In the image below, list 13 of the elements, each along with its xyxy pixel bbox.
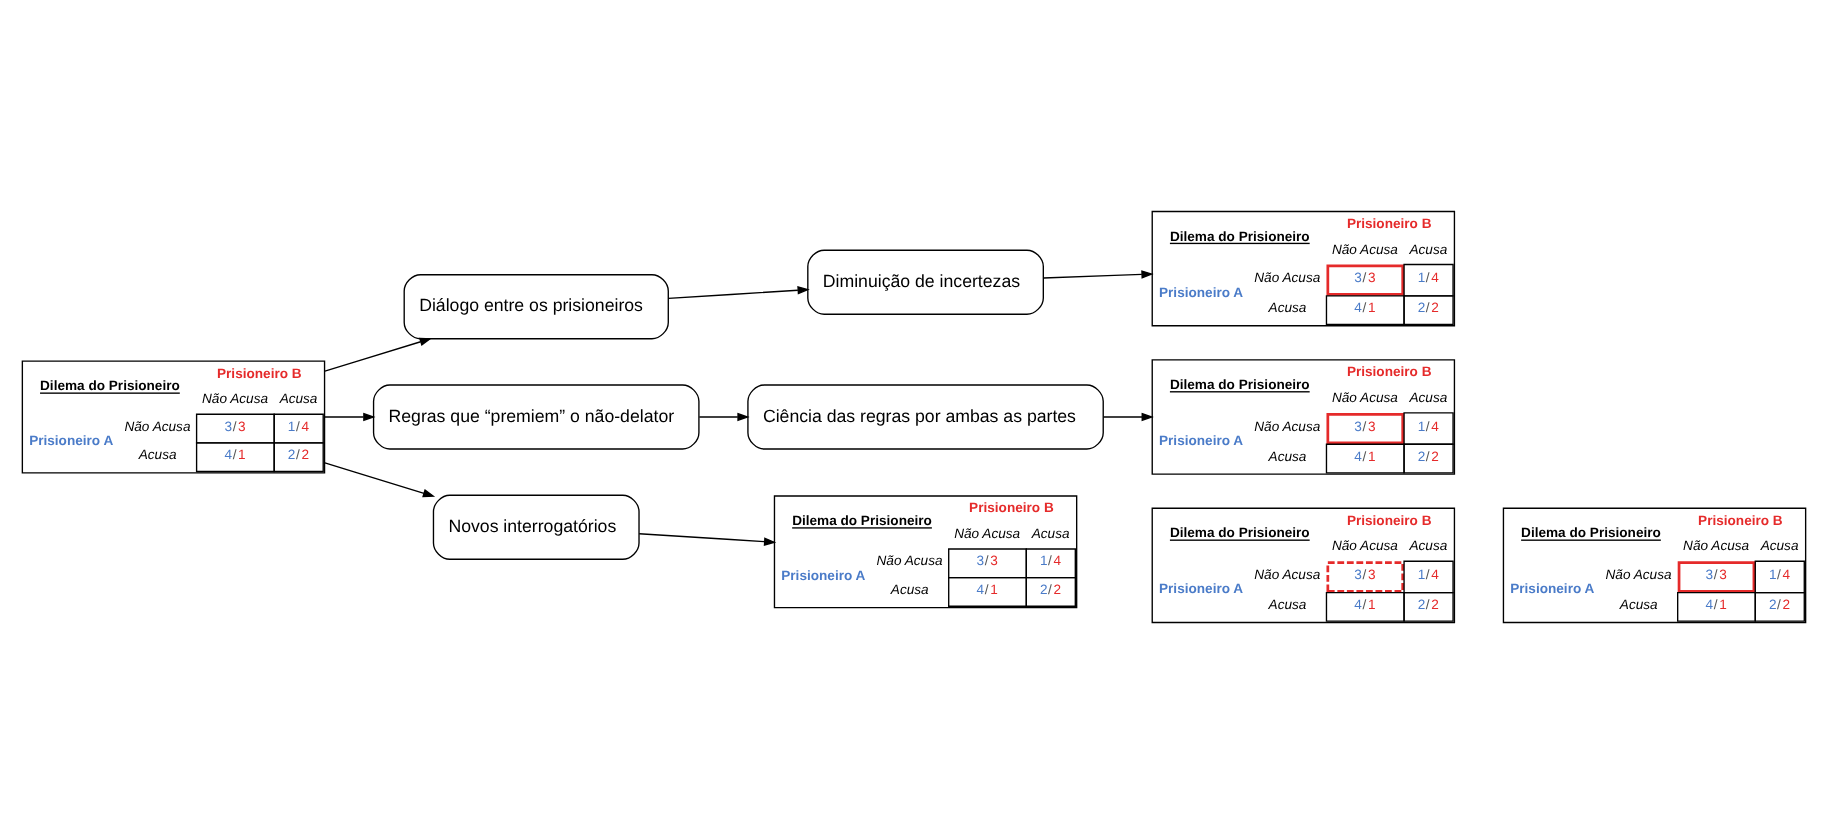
- arrow: [1042, 269, 1154, 278]
- node-box: Novos interrogatórios: [432, 493, 640, 559]
- node-box: Ciência das regras por ambas as partes: [747, 383, 1104, 449]
- arrow: [667, 284, 810, 299]
- node-box: Diminuição de incertezas: [807, 248, 1044, 314]
- arrow: [324, 411, 376, 421]
- arrow: [638, 532, 777, 545]
- arrow: [1102, 411, 1154, 421]
- arrow: [324, 461, 436, 497]
- arrow: [324, 336, 432, 371]
- node-box: Regras que “premiem” o não-delator: [372, 383, 700, 449]
- node-box: Diálogo entre os prisioneiros: [403, 273, 669, 339]
- arrow: [698, 411, 750, 421]
